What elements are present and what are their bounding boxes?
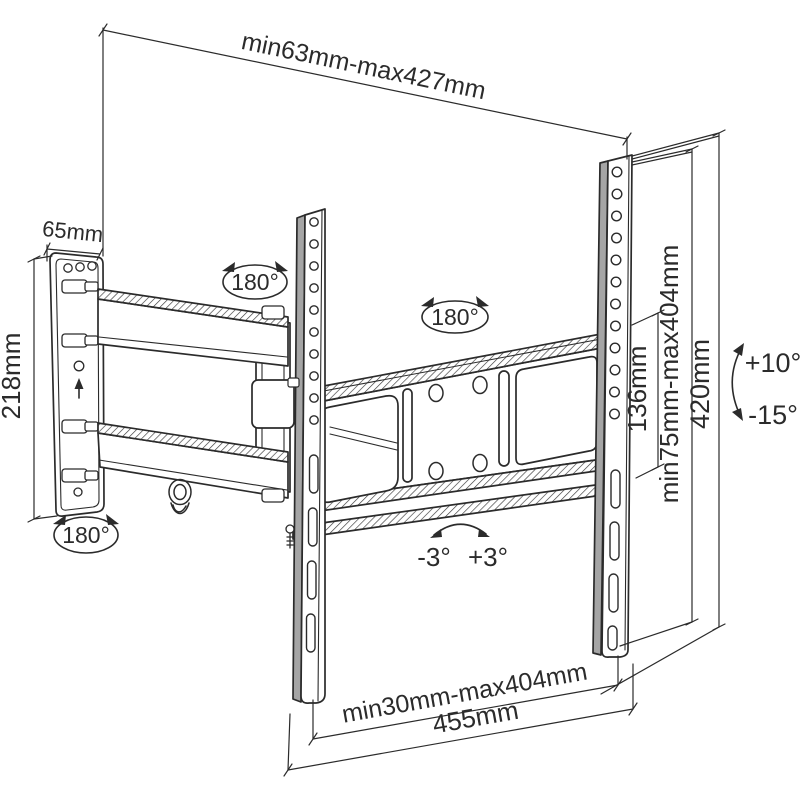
level-minus-label: -3° <box>417 542 451 572</box>
left-vesa-rail <box>292 208 326 704</box>
rotation-ellipse-center <box>421 296 489 334</box>
level-plus-label: +3° <box>468 542 508 572</box>
right-rail-slots <box>607 469 621 651</box>
vesa-slot-right <box>498 370 510 467</box>
wall-plate-hinges <box>61 279 99 483</box>
rotation-ellipse-bottom <box>53 514 119 554</box>
articulating-arm-lower <box>97 422 289 499</box>
articulating-arm-upper <box>97 288 289 367</box>
right-vesa-rail <box>592 154 633 658</box>
wall-plate <box>49 252 105 517</box>
right-rail-holes <box>609 166 623 420</box>
dim-bracket-width <box>283 663 638 777</box>
screw <box>285 524 295 549</box>
level-arc <box>430 523 490 538</box>
dim-wall-plate-depth <box>43 242 104 262</box>
crossbar-plate <box>292 330 618 540</box>
left-rail-slots <box>305 454 319 653</box>
dim-label-wall-plate-depth: 65mm <box>41 216 104 247</box>
arm-link-bolts <box>261 305 285 503</box>
rotation-label-bottom: 180° <box>62 522 110 548</box>
rotation-label-center: 180° <box>431 304 479 330</box>
vesa-holes <box>428 375 488 481</box>
dim-wall-plate-height <box>27 255 58 523</box>
dim-hole-span <box>631 309 665 479</box>
tilt-up-label: +10° <box>745 348 800 378</box>
wall-plate-holes <box>63 261 97 497</box>
up-arrow-icon <box>74 378 84 399</box>
tilt-arc <box>731 343 744 421</box>
dim-extension-range <box>98 23 632 257</box>
crossbar-cutout <box>515 355 598 466</box>
dim-label-wall-plate-height: 218mm <box>0 333 26 420</box>
rotation-ellipse-top <box>222 261 288 300</box>
rotation-label-top: 180° <box>231 269 279 295</box>
dim-label-bracket-height: 420mm <box>685 339 715 429</box>
dim-vesa-horizontal-range <box>308 655 623 746</box>
safety-hook <box>168 478 192 515</box>
dim-label-hole-span: 136mm <box>622 346 652 433</box>
dim-bracket-height <box>600 129 726 695</box>
dim-label-vesa-vertical: min75mm-max404mm <box>654 245 684 504</box>
vesa-slot-left <box>402 388 413 483</box>
left-rail-holes <box>309 217 319 425</box>
dim-vesa-vertical-range <box>619 145 699 647</box>
tilt-down-label: -15° <box>748 400 798 430</box>
